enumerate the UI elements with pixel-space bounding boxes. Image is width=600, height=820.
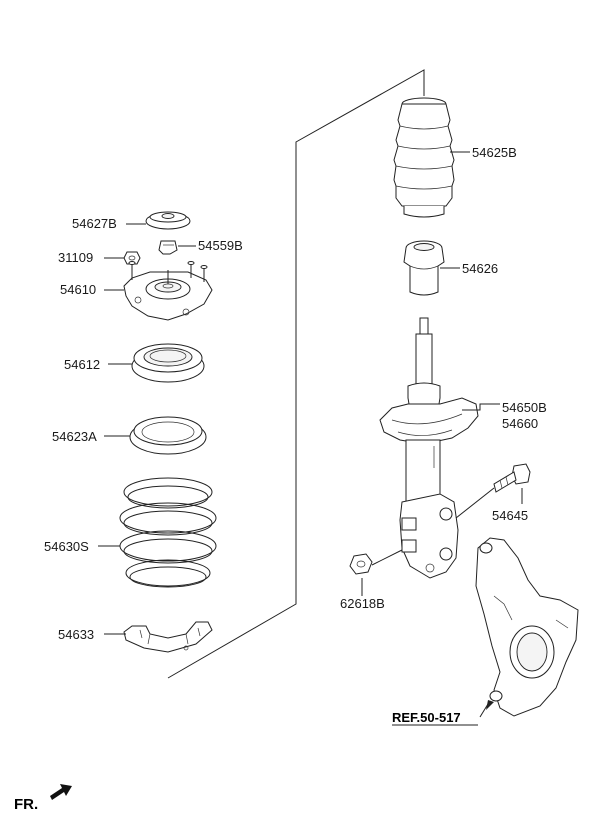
part-54630S-coil-spring[interactable]: [119, 477, 217, 588]
part-54626-bump-stopper[interactable]: [403, 240, 445, 296]
label-31109: 31109: [58, 250, 93, 265]
part-62618B-nut[interactable]: [349, 553, 373, 575]
reference-arrow-icon: [486, 700, 494, 710]
label-54660: 54660: [502, 416, 538, 431]
label-54623A: 54623A: [52, 429, 97, 444]
label-54610: 54610: [60, 282, 96, 297]
front-direction-arrow-icon: [50, 784, 72, 800]
label-54625B: 54625B: [472, 145, 517, 160]
label-54627B: 54627B: [72, 216, 117, 231]
front-direction-label: FR.: [14, 796, 38, 813]
reference-label[interactable]: REF.50-517: [392, 710, 461, 725]
label-54630S: 54630S: [44, 539, 89, 554]
label-54633: 54633: [58, 627, 94, 642]
part-54633-lower-spring-pad[interactable]: [123, 621, 213, 653]
part-54559B-nut[interactable]: [158, 240, 178, 255]
label-54559B: 54559B: [198, 238, 243, 253]
part-54645-bolt[interactable]: [493, 463, 531, 493]
part-54610-strut-mount[interactable]: [123, 261, 213, 321]
part-54612-bearing[interactable]: [131, 343, 205, 383]
leader-lines: [98, 151, 523, 718]
steering-knuckle-reference[interactable]: [475, 537, 579, 717]
label-54645: 54645: [492, 508, 528, 523]
part-54627B-insulator-cap[interactable]: [145, 211, 191, 230]
label-62618B: 62618B: [340, 596, 385, 611]
part-54650B-strut-assembly[interactable]: [379, 317, 479, 579]
part-54625B-dust-cover[interactable]: [393, 97, 455, 218]
part-54623A-spring-pad[interactable]: [129, 416, 207, 455]
label-54612: 54612: [64, 357, 100, 372]
label-54650B: 54650B: [502, 400, 547, 415]
assembly-boundary: [167, 69, 425, 679]
label-54626: 54626: [462, 261, 498, 276]
